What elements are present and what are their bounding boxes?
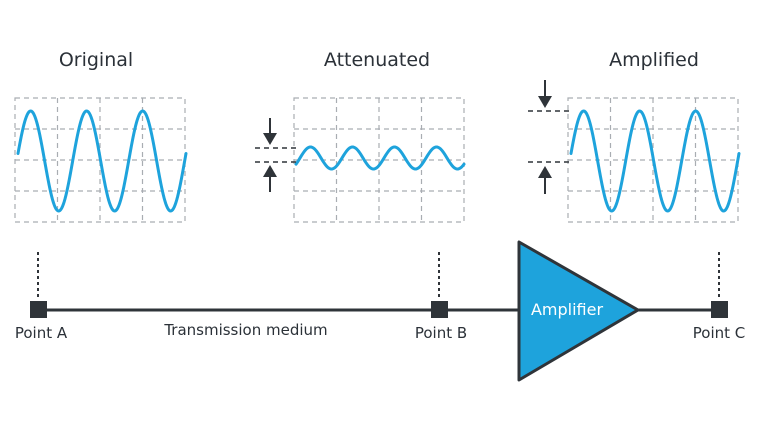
panel-title-amplified: Amplified — [609, 49, 699, 71]
panel-title-original: Original — [59, 49, 133, 71]
amplifier-label: Amplifier — [531, 300, 604, 319]
point-b-marker — [431, 301, 448, 318]
point-a-marker — [30, 301, 47, 318]
grid-attenuated — [293, 97, 465, 223]
arrow-down-icon — [538, 96, 552, 108]
point-a-label: Point A — [15, 324, 68, 342]
panel-title-attenuated: Attenuated — [324, 49, 430, 71]
point-c-marker — [711, 301, 728, 318]
arrow-down-icon — [263, 133, 277, 145]
point-c-label: Point C — [693, 324, 746, 342]
waveform-attenuated — [294, 145, 466, 171]
attenuated-amplitude-marker — [255, 118, 296, 192]
arrow-up-icon — [538, 166, 552, 178]
waveform-original — [16, 109, 188, 213]
point-b-label: Point B — [415, 324, 467, 342]
arrow-up-icon — [263, 165, 277, 177]
waveform-amplified — [569, 109, 741, 213]
medium-label: Transmission medium — [163, 321, 327, 339]
amplifier-triangle — [517, 240, 640, 382]
amplified-amplitude-marker — [528, 80, 570, 194]
